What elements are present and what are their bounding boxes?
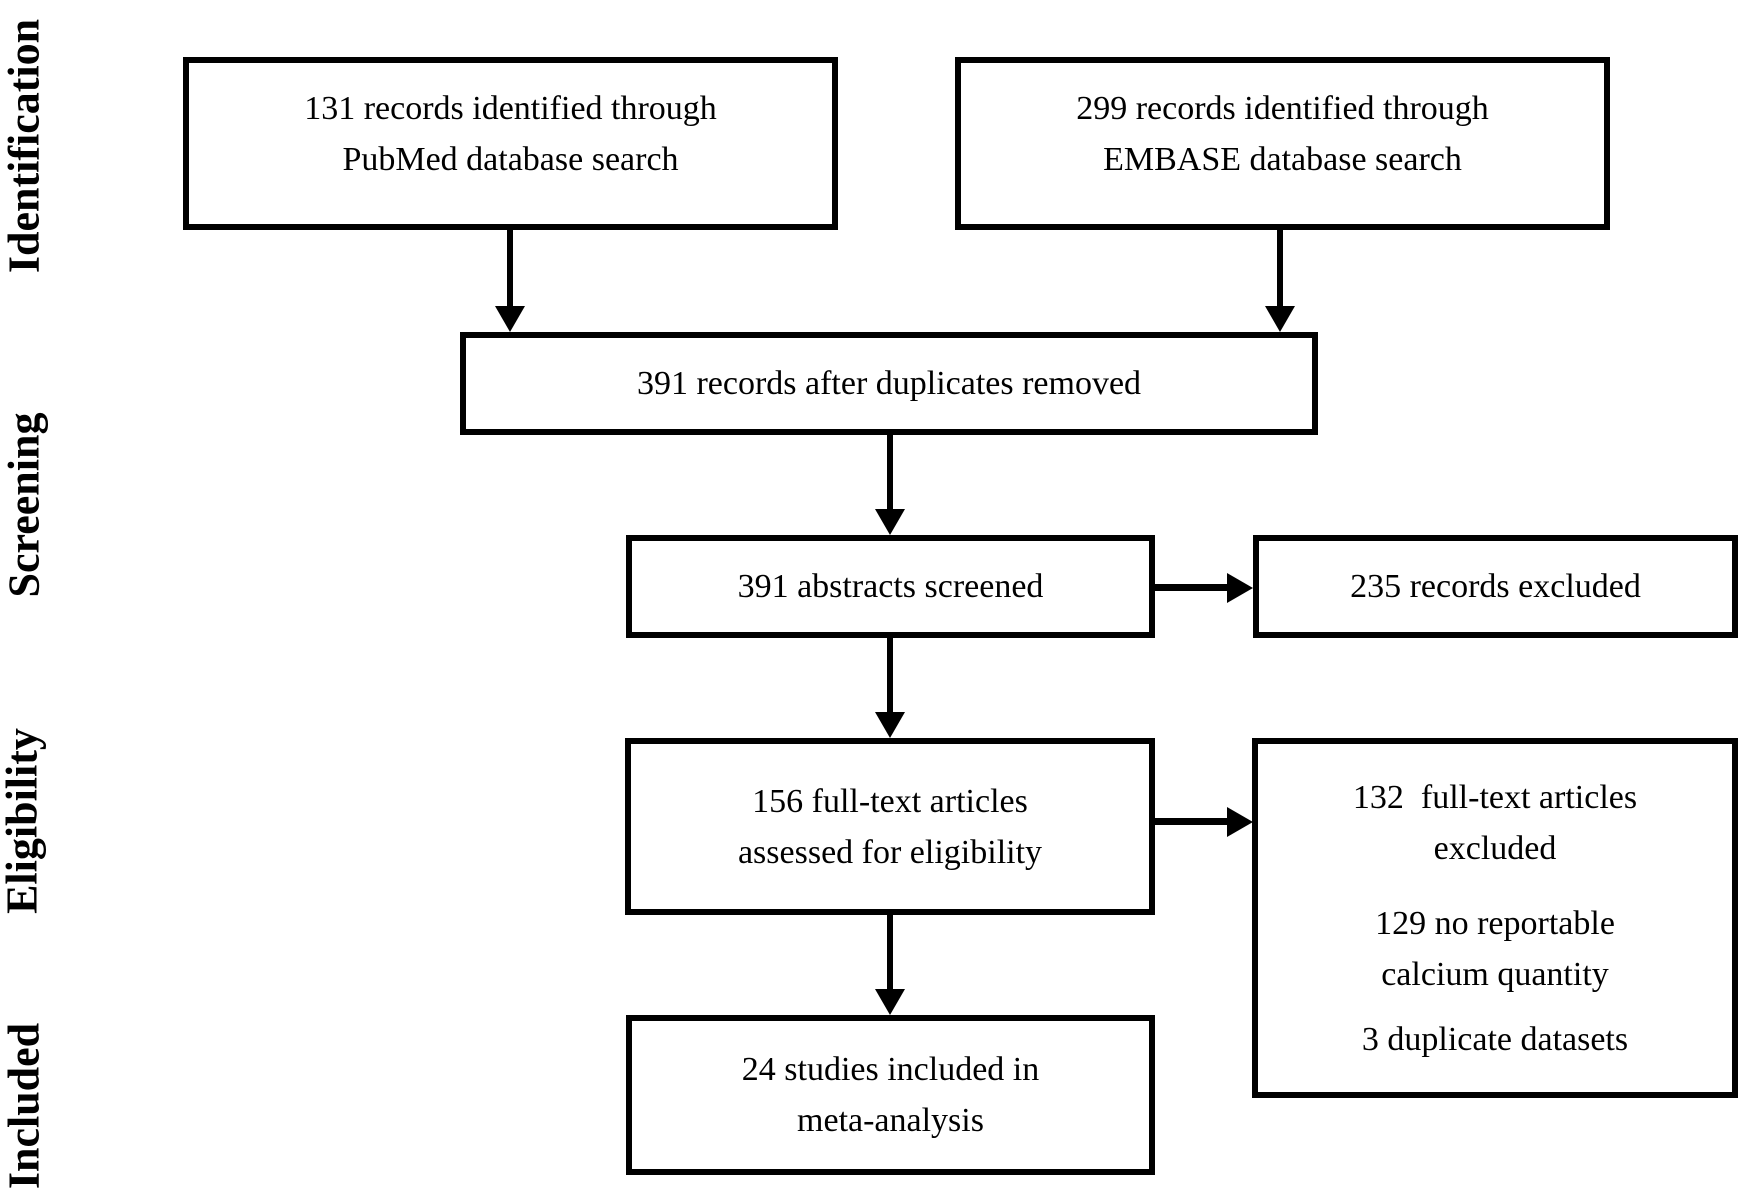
- box-fulltext-assessed: 156 full-text articles assessed for elig…: [625, 738, 1155, 915]
- box-text: PubMed database search: [342, 141, 679, 178]
- box-pubmed-records: 131 records identified through PubMed da…: [183, 57, 838, 230]
- box-records-excluded: 235 records excluded: [1253, 535, 1738, 638]
- arrow-pubmed-to-deduplicated: [495, 230, 525, 332]
- arrow-deduplicated-to-screened: [875, 435, 905, 535]
- box-text: 24 studies included in: [741, 1051, 1040, 1088]
- box-text: EMBASE database search: [1103, 141, 1462, 178]
- box-text: 132 full-text articles: [1352, 778, 1638, 816]
- box-included-studies: 24 studies included in meta-analysis: [626, 1015, 1155, 1175]
- box-text: 156 full-text articles: [752, 782, 1028, 820]
- box-text: 391 records after duplicates removed: [636, 365, 1142, 402]
- box-text: 299 records identified through: [1076, 90, 1489, 127]
- box-abstracts-screened: 391 abstracts screened: [626, 535, 1155, 638]
- arrow-embase-to-deduplicated: [1265, 230, 1295, 332]
- arrow-screened-to-fulltext: [875, 638, 905, 738]
- arrow-fulltext-to-included: [875, 915, 905, 1015]
- box-text: 235 records excluded: [1350, 568, 1641, 605]
- stage-label-included: Included: [0, 1022, 49, 1190]
- arrow-screened-to-excluded: [1155, 572, 1253, 603]
- stage-label-screening: Screening: [0, 412, 49, 598]
- box-text: 131 records identified through: [304, 90, 717, 127]
- box-text: 391 abstracts screened: [737, 568, 1044, 605]
- box-text: assessed for eligibility: [737, 833, 1043, 871]
- box-deduplicated-records: 391 records after duplicates removed: [460, 332, 1318, 435]
- box-text: 3 duplicate datasets: [1361, 1020, 1629, 1058]
- box-text: 129 no reportable: [1375, 904, 1615, 942]
- box-text: meta-analysis: [797, 1102, 984, 1139]
- stage-label-identification: Identification: [0, 18, 49, 274]
- box-embase-records: 299 records identified through EMBASE da…: [955, 57, 1610, 230]
- arrow-fulltext-to-excluded: [1155, 806, 1253, 837]
- stage-label-eligibility: Eligibility: [0, 728, 47, 914]
- box-text: calcium quantity: [1381, 955, 1609, 993]
- box-text: excluded: [1433, 829, 1557, 867]
- box-fulltext-excluded: 132 full-text articles excluded 129 no r…: [1252, 738, 1738, 1098]
